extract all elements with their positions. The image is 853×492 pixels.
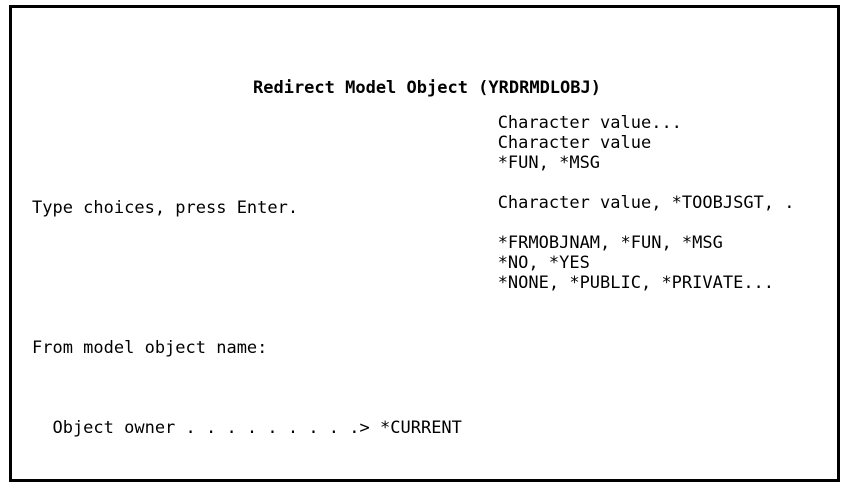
spacer-row [32,138,844,158]
field-value-from-object-owner[interactable]: *CURRENT [380,418,462,438]
group-heading-from: From model object name: [32,338,268,358]
terminal-frame: Redirect Model Object (YRDRMDLOBJ) Type … [9,5,840,482]
terminal-text-grid: Redirect Model Object (YRDRMDLOBJ) Type … [32,18,844,492]
prompt-marker-from-object-owner: > [359,418,370,438]
instruction-line: Type choices, press Enter. [32,198,299,218]
page-title: Redirect Model Object (YRDRMDLOBJ) [253,78,601,98]
field-row-from-object-owner: Object owner . . . . . . . . .> *CURRENT [32,418,844,438]
spacer-row [32,258,844,278]
field-label-from-object-owner: Object owner . . . . . . . . . [32,418,360,438]
